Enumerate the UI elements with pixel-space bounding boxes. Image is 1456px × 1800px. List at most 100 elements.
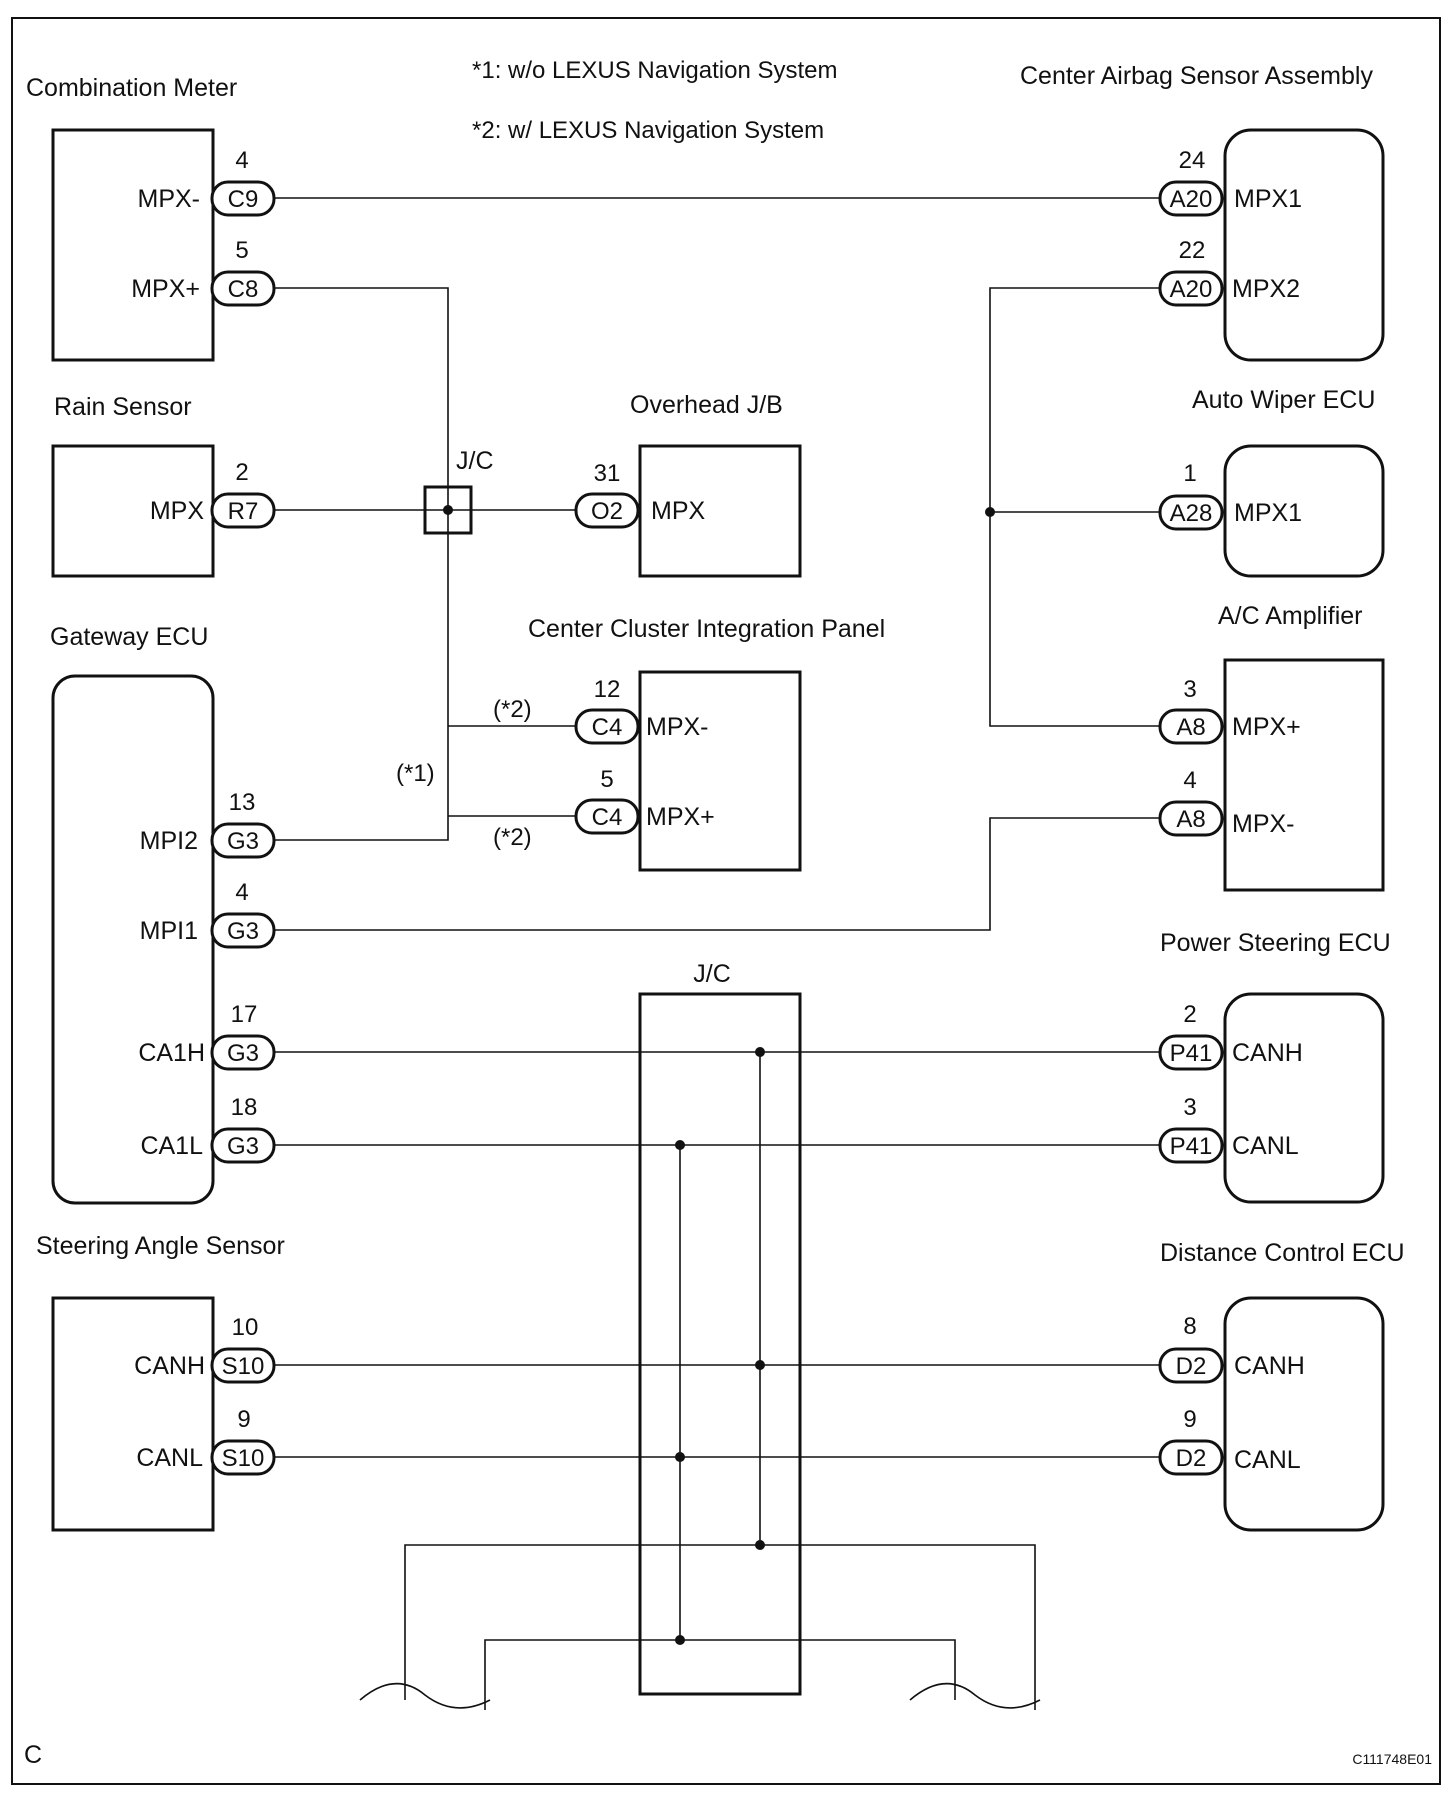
svg-text:A20: A20 [1170, 186, 1213, 213]
connector-a8-3: A8 3 [1158, 676, 1224, 745]
svg-text:A20: A20 [1170, 276, 1213, 303]
connector-o2: O2 31 [574, 460, 640, 529]
steering-angle-sensor-box [51, 1296, 215, 1532]
svg-text:2: 2 [1183, 1001, 1196, 1028]
svg-text:A8: A8 [1176, 806, 1205, 833]
jc-large-box [638, 992, 802, 1696]
note-2: *2: w/ LEXUS Navigation System [472, 117, 824, 144]
svg-text:P41: P41 [1170, 1040, 1213, 1067]
svg-text:24: 24 [1179, 147, 1206, 174]
auto-wiper-box [1223, 444, 1385, 578]
connector-a20-24: A20 24 [1158, 147, 1224, 217]
distance-control-label: Distance Control ECU [1160, 1239, 1405, 1267]
connector-s10-10: S10 10 [210, 1314, 276, 1384]
jc-large-label: J/C [693, 960, 731, 988]
connector-p41-2: P41 2 [1158, 1001, 1224, 1071]
diagram-frame [11, 17, 1441, 1785]
cm-mpx-plus-terminal: MPX+ [131, 275, 200, 303]
corner-letter: C [24, 1741, 42, 1769]
cc-mpx-plus-terminal: MPX+ [646, 803, 715, 831]
svg-text:A28: A28 [1170, 500, 1213, 527]
svg-text:G3: G3 [227, 1133, 259, 1160]
ab-mpx2-terminal: MPX2 [1232, 275, 1300, 303]
wire-note-star2-lower: (*2) [493, 824, 532, 851]
svg-text:C4: C4 [592, 804, 623, 831]
ab-mpx1-terminal: MPX1 [1234, 185, 1302, 213]
gw-mpi2-terminal: MPI2 [140, 827, 198, 855]
junction-dots [443, 505, 995, 1645]
connector-d2-8: D2 8 [1158, 1313, 1224, 1384]
svg-text:12: 12 [594, 676, 621, 703]
power-steering-label: Power Steering ECU [1160, 929, 1391, 957]
overhead-jb-label: Overhead J/B [630, 391, 783, 419]
connector-d2-9: D2 9 [1158, 1406, 1224, 1476]
svg-text:17: 17 [231, 1001, 258, 1028]
svg-text:G3: G3 [227, 828, 259, 855]
note-1: *1: w/o LEXUS Navigation System [472, 57, 838, 84]
center-cluster-label: Center Cluster Integration Panel [528, 615, 885, 643]
gw-mpi1-terminal: MPI1 [140, 917, 198, 945]
dc-canh-terminal: CANH [1234, 1352, 1305, 1380]
svg-text:3: 3 [1183, 676, 1196, 703]
center-airbag-label: Center Airbag Sensor Assembly [1020, 62, 1373, 90]
sa-canl-terminal: CANL [136, 1444, 203, 1472]
oh-mpx-terminal: MPX [651, 497, 706, 525]
svg-text:10: 10 [232, 1314, 259, 1341]
connector-a20-22: A20 22 [1158, 237, 1224, 307]
svg-text:D2: D2 [1176, 1445, 1207, 1472]
wire-note-star1: (*1) [396, 760, 435, 787]
combination-meter-label: Combination Meter [26, 74, 237, 102]
svg-text:D2: D2 [1176, 1353, 1207, 1380]
ps-canl-terminal: CANL [1232, 1132, 1299, 1160]
gateway-ecu-label: Gateway ECU [50, 623, 208, 651]
gw-ca1l-terminal: CA1L [140, 1132, 203, 1160]
connector-a28: A28 1 [1158, 460, 1224, 531]
ac-mpx-plus-terminal: MPX+ [1232, 713, 1301, 741]
svg-text:S10: S10 [222, 1445, 265, 1472]
svg-text:13: 13 [229, 789, 256, 816]
aw-mpx1-terminal: MPX1 [1234, 499, 1302, 527]
svg-text:22: 22 [1179, 237, 1206, 264]
svg-text:C9: C9 [228, 186, 259, 213]
svg-text:9: 9 [1183, 1406, 1196, 1433]
connector-g3-18: G3 18 [210, 1094, 276, 1164]
center-airbag-box [1223, 128, 1385, 362]
svg-text:C4: C4 [592, 714, 623, 741]
connector-c4-5: C4 5 [574, 766, 640, 835]
svg-text:2: 2 [235, 459, 248, 486]
ps-canh-terminal: CANH [1232, 1039, 1303, 1067]
svg-text:9: 9 [237, 1406, 250, 1433]
cc-mpx-minus-terminal: MPX- [646, 713, 709, 741]
svg-text:A8: A8 [1176, 714, 1205, 741]
dc-canl-terminal: CANL [1234, 1446, 1301, 1474]
svg-text:4: 4 [235, 879, 248, 906]
svg-text:4: 4 [1183, 767, 1196, 794]
ac-amplifier-label: A/C Amplifier [1218, 602, 1362, 630]
connector-g3-17: G3 17 [210, 1001, 276, 1071]
auto-wiper-label: Auto Wiper ECU [1192, 386, 1375, 414]
svg-text:G3: G3 [227, 918, 259, 945]
svg-text:O2: O2 [591, 498, 623, 525]
svg-text:R7: R7 [228, 498, 259, 525]
cm-mpx-minus-terminal: MPX- [138, 185, 201, 213]
svg-text:S10: S10 [222, 1353, 265, 1380]
svg-text:8: 8 [1183, 1313, 1196, 1340]
rain-sensor-label: Rain Sensor [54, 393, 192, 421]
connector-p41-3: P41 3 [1158, 1094, 1224, 1164]
combination-meter-box [51, 128, 215, 362]
jc-small-box [423, 485, 473, 535]
svg-text:C8: C8 [228, 276, 259, 303]
ac-mpx-minus-terminal: MPX- [1232, 810, 1295, 838]
power-steering-box [1223, 992, 1385, 1204]
svg-text:G3: G3 [227, 1040, 259, 1067]
figure-id: C111748E01 [1352, 1751, 1432, 1767]
sa-canh-terminal: CANH [134, 1352, 205, 1380]
svg-text:4: 4 [235, 147, 248, 174]
gw-ca1h-terminal: CA1H [138, 1039, 205, 1067]
svg-text:5: 5 [600, 766, 613, 793]
connector-r7: R7 2 [210, 459, 276, 529]
svg-text:1: 1 [1183, 460, 1196, 487]
jc-small-label: J/C [456, 447, 494, 475]
overhead-jb-box [638, 444, 802, 578]
